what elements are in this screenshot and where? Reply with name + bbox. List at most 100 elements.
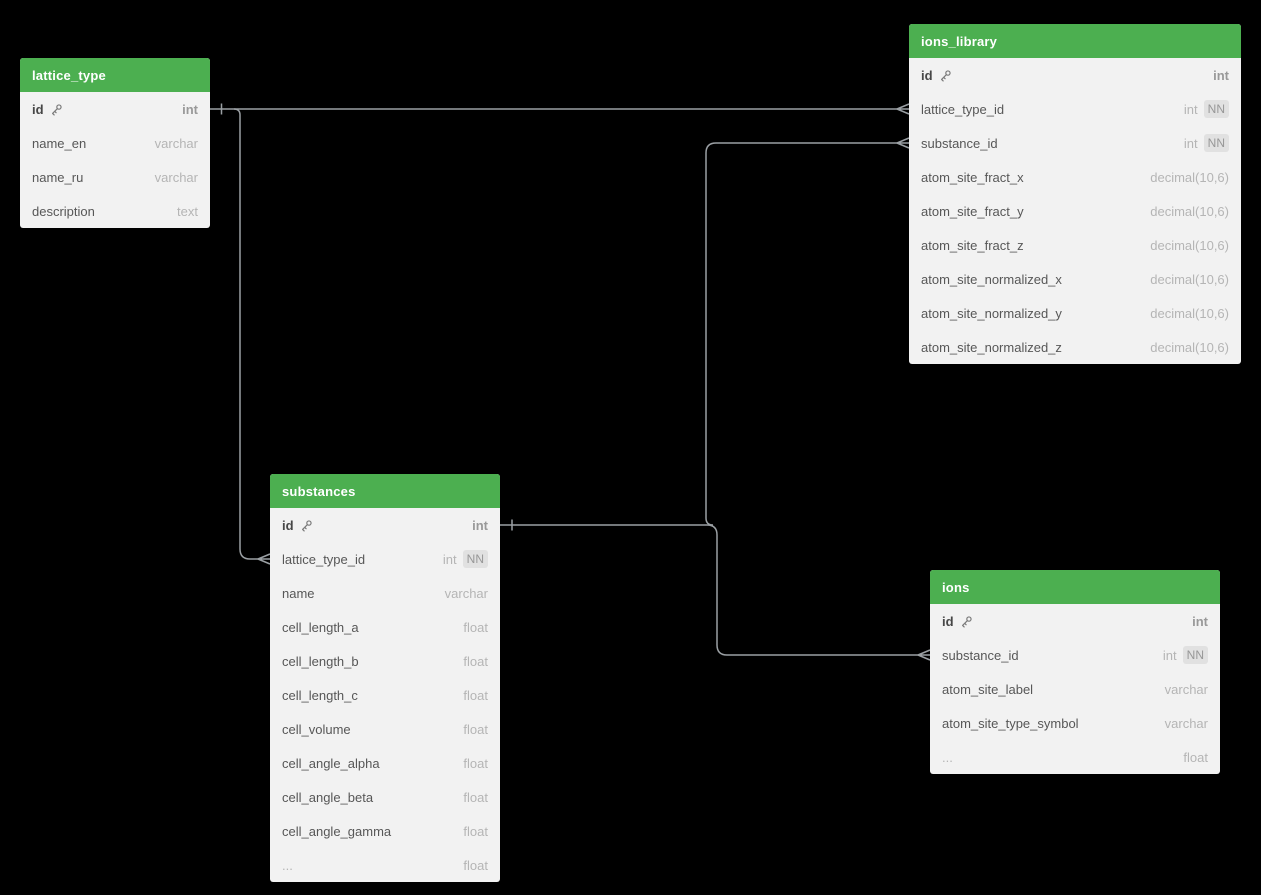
not-null-badge: NN (1203, 134, 1229, 152)
field-type: varchar (154, 169, 198, 185)
field-type: float (1183, 749, 1208, 765)
primary-key-icon (300, 519, 313, 532)
field-name: cell_length_c (282, 687, 358, 703)
field-type: float (463, 755, 488, 771)
field-row[interactable]: name_en varchar (20, 126, 210, 160)
field-name: atom_site_normalized_x (921, 271, 1062, 287)
cardinality-many-crowfoot (917, 649, 931, 661)
field-name: cell_angle_beta (282, 789, 374, 805)
field-name: atom_site_fract_x (921, 169, 1024, 185)
field-type: text (177, 203, 198, 219)
primary-key-icon (50, 103, 63, 116)
field-row[interactable]: name varchar (270, 576, 500, 610)
field-type: int (182, 101, 198, 117)
field-name: id (942, 614, 973, 629)
field-name: id (921, 68, 952, 83)
field-type: float (463, 789, 488, 805)
cardinality-many-crowfoot (896, 103, 910, 115)
field-row[interactable]: cell_angle_beta float (270, 780, 500, 814)
field-name: cell_angle_gamma (282, 823, 392, 839)
field-name: name_en (32, 135, 87, 151)
field-row[interactable]: id int (20, 92, 210, 126)
field-type: varchar (1164, 715, 1208, 731)
field-type: decimal(10,6) (1150, 339, 1229, 355)
field-row[interactable]: atom_site_type_symbol varchar (930, 706, 1220, 740)
field-type: decimal(10,6) (1150, 203, 1229, 219)
relationship-lattice_type-substances[interactable] (233, 108, 258, 560)
field-name: description (32, 203, 95, 219)
field-name: substance_id (921, 135, 998, 151)
field-type: float (463, 721, 488, 737)
table-header[interactable]: ions_library (909, 24, 1241, 58)
field-name: atom_site_fract_y (921, 203, 1024, 219)
table-title: substances (282, 483, 356, 499)
field-type: varchar (154, 135, 198, 151)
relationship-substances-ions[interactable] (706, 524, 918, 656)
field-name: id (32, 102, 63, 117)
field-name: substance_id (942, 647, 1019, 663)
field-name: atom_site_label (942, 681, 1034, 697)
relationship-substances-ions_library-riser[interactable] (705, 142, 897, 526)
field-row[interactable]: name_ru varchar (20, 160, 210, 194)
not-null-badge: NN (462, 550, 488, 568)
field-type: varchar (444, 585, 488, 601)
not-null-badge: NN (1182, 646, 1208, 664)
table-header[interactable]: lattice_type (20, 58, 210, 92)
field-name: atom_site_normalized_y (921, 305, 1062, 321)
field-type: decimal(10,6) (1150, 305, 1229, 321)
field-row[interactable]: atom_site_normalized_z decimal(10,6) (909, 330, 1241, 364)
field-row[interactable]: atom_site_fract_y decimal(10,6) (909, 194, 1241, 228)
field-name: atom_site_normalized_z (921, 339, 1062, 355)
field-name: ... (282, 857, 293, 873)
table-header[interactable]: substances (270, 474, 500, 508)
field-row[interactable]: id int (909, 58, 1241, 92)
primary-key-icon (939, 69, 952, 82)
field-name: name_ru (32, 169, 84, 185)
field-name: lattice_type_id (282, 551, 366, 567)
not-null-badge: NN (1203, 100, 1229, 118)
field-name: atom_site_type_symbol (942, 715, 1079, 731)
field-name: cell_length_a (282, 619, 359, 635)
cardinality-many-crowfoot (896, 137, 910, 149)
field-name: name (282, 585, 315, 601)
table-title: ions (942, 579, 970, 595)
field-row[interactable]: ...float (930, 740, 1220, 774)
table-header[interactable]: ions (930, 570, 1220, 604)
cardinality-many-crowfoot (257, 553, 271, 565)
field-row[interactable]: description text (20, 194, 210, 228)
field-row[interactable]: ... float (270, 848, 500, 882)
field-type: decimal(10,6) (1150, 237, 1229, 253)
field-type: float (463, 857, 488, 873)
field-name: lattice_type_id (921, 101, 1005, 117)
field-row[interactable]: atom_site_normalized_y decimal(10,6) (909, 296, 1241, 330)
primary-key-icon (960, 615, 973, 628)
field-type: int (1213, 67, 1229, 83)
